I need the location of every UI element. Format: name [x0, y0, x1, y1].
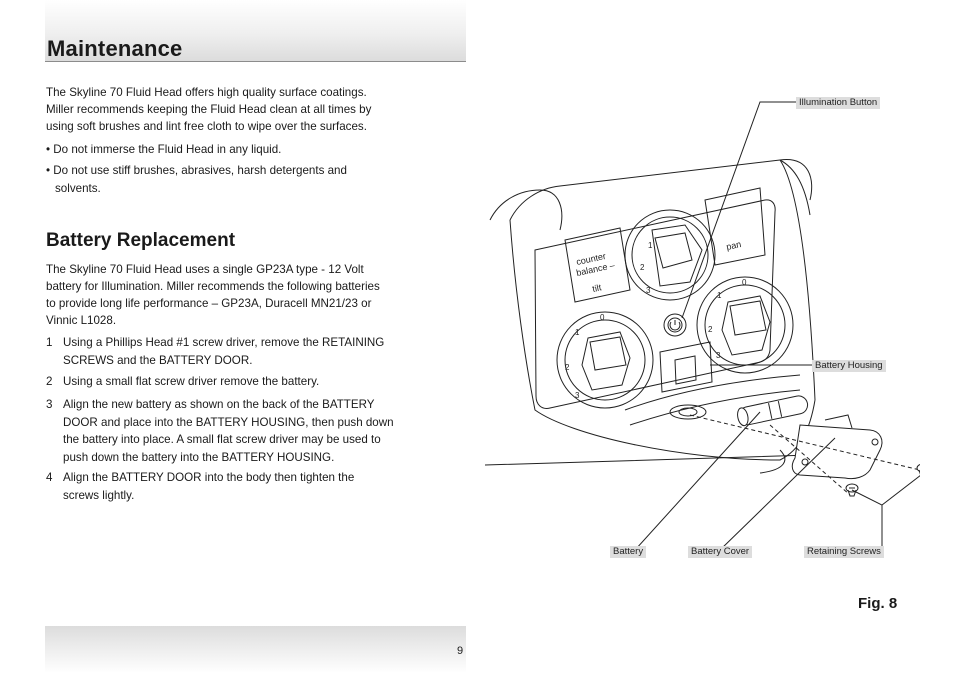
bullet-item: • Do not immerse the Fluid Head in any l…	[46, 141, 466, 159]
step-item: 2 Using a small flat screw driver remove…	[46, 373, 468, 391]
dial-number: 1	[717, 291, 722, 300]
step-text: screws lightly.	[63, 488, 135, 502]
panel-label-pan: pan	[725, 239, 742, 252]
fluid-head-illustration: counter balance – tilt pan 0 1 2 3 0 1 2…	[484, 101, 920, 551]
step-text: Using a Phillips Head #1 screw driver, r…	[63, 336, 385, 349]
step-number: 4	[46, 471, 53, 484]
callout-battery-cover: Battery Cover	[688, 546, 753, 558]
section-intro-line-1: The Skyline 70 Fluid Head uses a single …	[46, 263, 364, 276]
dial-number: 0	[742, 278, 747, 287]
intro-line-2: Miller recommends keeping the Fluid Head…	[46, 103, 372, 116]
dial-number: 3	[575, 391, 580, 400]
step-number: 3	[46, 398, 53, 411]
step-text: DOOR and place into the BATTERY HOUSING,…	[63, 415, 394, 429]
callout-retaining-screws: Retaining Screws	[804, 546, 884, 558]
step-item: 1 Using a Phillips Head #1 screw driver,…	[46, 334, 468, 369]
page-title: Maintenance	[47, 36, 183, 61]
dial-number: 1	[648, 241, 653, 250]
footer-band	[45, 626, 466, 673]
header-band	[45, 0, 466, 62]
dial-number: 2	[708, 325, 713, 334]
section-title: Battery Replacement	[46, 230, 236, 251]
bullet-text: • Do not use stiff brushes, abrasives, h…	[46, 164, 347, 177]
step-text: Align the BATTERY DOOR into the body the…	[63, 471, 355, 484]
bullet-text-continued: solvents.	[55, 181, 101, 195]
figure-label: Fig. 8	[858, 595, 898, 612]
step-text: Align the new battery as shown on the ba…	[63, 398, 375, 411]
section-intro-line-4: Vinnic L1028.	[46, 314, 117, 327]
bullet-item: • Do not use stiff brushes, abrasives, h…	[46, 162, 466, 197]
section-intro-line-3: to provide long life performance – GP23A…	[46, 297, 372, 310]
step-number: 1	[46, 336, 53, 349]
dial-number: 1	[575, 328, 580, 337]
step-text: push down the battery into the BATTERY H…	[63, 450, 335, 464]
callout-battery-housing: Battery Housing	[812, 360, 886, 372]
dial-number: 2	[640, 263, 645, 272]
step-number: 2	[46, 375, 53, 388]
step-text: Using a small flat screw driver remove t…	[63, 375, 320, 388]
step-item: 4 Align the BATTERY DOOR into the body t…	[46, 469, 468, 504]
dial-number: 3	[716, 351, 721, 360]
section-intro-line-2: battery for Illumination. Miller recomme…	[46, 280, 380, 293]
intro-line-3: using soft brushes and lint free cloth t…	[46, 120, 367, 133]
step-text: SCREWS and the BATTERY DOOR.	[63, 353, 253, 367]
intro-line-1: The Skyline 70 Fluid Head offers high qu…	[46, 86, 367, 99]
page-number: 9	[457, 645, 464, 657]
panel-label-tilt: tilt	[591, 282, 602, 294]
dial-number: 2	[565, 363, 570, 372]
dial-number: 0	[600, 313, 605, 322]
callout-battery: Battery	[610, 546, 647, 558]
step-text: the battery into place. A small flat scr…	[63, 433, 381, 446]
dial-number: 3	[646, 286, 651, 295]
step-item: 3 Align the new battery as shown on the …	[46, 396, 468, 466]
bullet-text: • Do not immerse the Fluid Head in any l…	[46, 143, 282, 156]
callout-illumination-button: Illumination Button	[796, 97, 881, 109]
